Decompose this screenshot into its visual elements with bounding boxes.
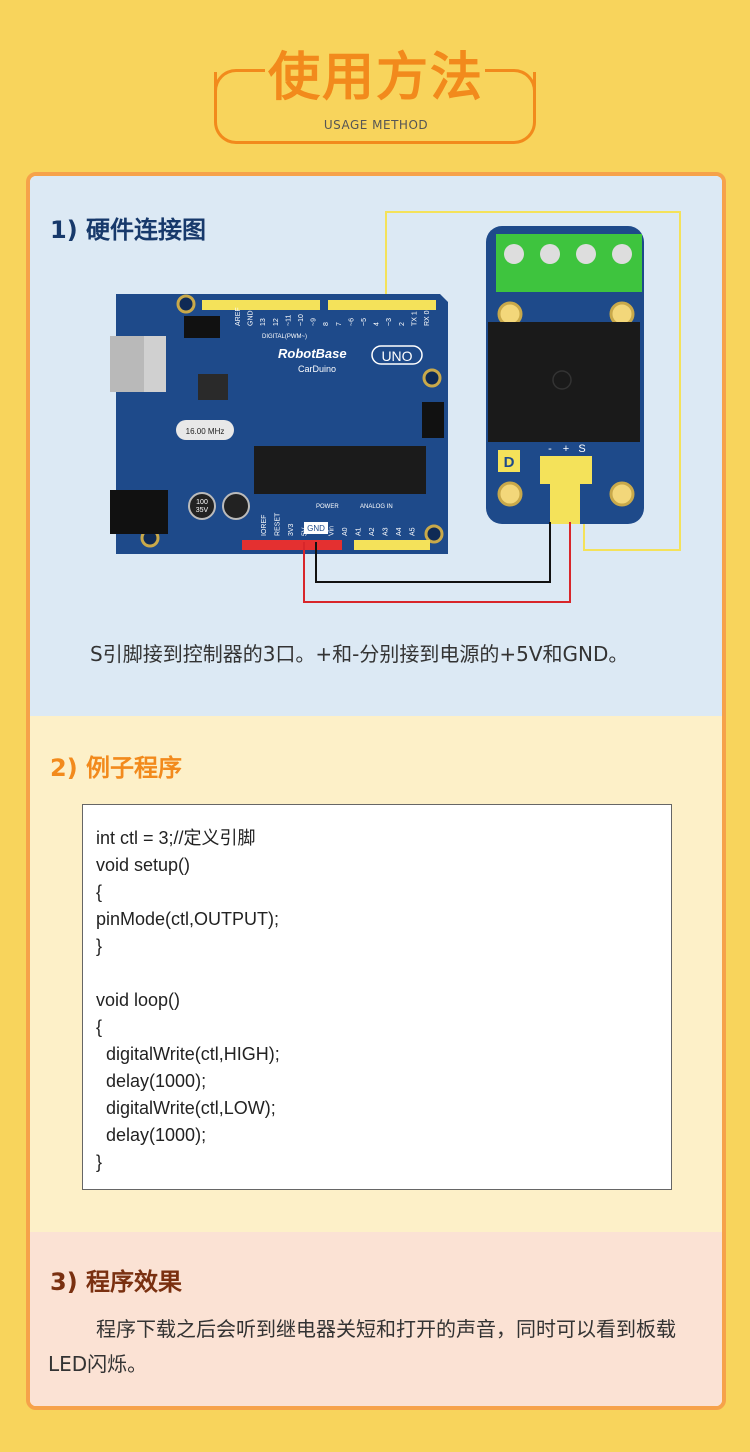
header-pin-label: TX 1 bbox=[411, 311, 418, 326]
code-line: } bbox=[96, 936, 103, 956]
header-pin-label: Vin bbox=[329, 526, 336, 536]
board-name: CarDuino bbox=[298, 364, 336, 374]
header-pin-label: RESET bbox=[275, 512, 282, 536]
relay-pin-plus: + bbox=[563, 443, 569, 455]
code-line: { bbox=[96, 1017, 103, 1037]
header-pin-label: 5V bbox=[302, 527, 309, 536]
relay-module: D - + S bbox=[486, 226, 644, 524]
digital-label: DIGITAL(PWM~) bbox=[262, 334, 307, 340]
header-pin-label: ~5 bbox=[361, 318, 368, 326]
code-line: } bbox=[96, 1152, 103, 1172]
wiring-description: S引脚接到控制器的3口。+和-分别接到电源的+5V和GND。 bbox=[90, 642, 629, 666]
power-wire bbox=[303, 522, 571, 603]
wiring-diagram: 16.00 MHz 100 35V RobotBase UNO CarDuino… bbox=[110, 211, 681, 603]
header-pin-label: A1 bbox=[356, 527, 363, 536]
relay-pin-minus: - bbox=[548, 443, 552, 455]
result-description: 程序下载之后会听到继电器关短和打开的声音，同时可以看到板载LED闪烁。 bbox=[48, 1317, 676, 1376]
page-subtitle: USAGE METHOD bbox=[323, 118, 429, 132]
code-line: digitalWrite(ctl,HIGH); bbox=[96, 1044, 280, 1064]
title-frame bbox=[214, 69, 536, 144]
relay-logo: D bbox=[504, 454, 515, 471]
cap-label: 100 bbox=[196, 499, 208, 506]
code-line bbox=[96, 960, 671, 987]
header-pin-label: A5 bbox=[410, 527, 417, 536]
header-pin-label: A3 bbox=[383, 527, 390, 536]
relay-pin-s: S bbox=[578, 443, 585, 455]
power-label: POWER bbox=[316, 504, 339, 510]
code-line: pinMode(ctl,OUTPUT); bbox=[96, 909, 280, 929]
code-line: delay(1000); bbox=[96, 1125, 207, 1145]
header-pin-label: ~11 bbox=[285, 315, 292, 326]
code-line: int ctl = 3;//定义引脚 bbox=[96, 828, 256, 848]
code-line: delay(1000); bbox=[96, 1071, 207, 1091]
header-pin-label: 12 bbox=[273, 318, 280, 326]
section-heading-result: 3) 程序效果 bbox=[50, 1268, 183, 1296]
section-hardware: 1) 硬件连接图 bbox=[30, 176, 722, 716]
header-pin-label: 3V3 bbox=[288, 523, 295, 536]
crystal-label: 16.00 MHz bbox=[186, 427, 225, 436]
ground-wire bbox=[315, 522, 551, 583]
header-pin-label: RX 0 bbox=[424, 310, 431, 326]
section-example-code: 2) 例子程序 int ctl = 3;//定义引脚 void setup() … bbox=[30, 716, 722, 1232]
page-header: 使用方法 USAGE METHOD bbox=[214, 46, 538, 144]
header-pin-label: 8 bbox=[323, 322, 330, 326]
analog-label: ANALOG IN bbox=[360, 504, 393, 510]
brand-logo: RobotBase bbox=[278, 346, 347, 361]
header-pin-label: 2 bbox=[399, 322, 406, 326]
header-pin-label: A4 bbox=[396, 527, 403, 536]
code-line: digitalWrite(ctl,LOW); bbox=[96, 1098, 276, 1118]
header-pin-label: 4 bbox=[374, 322, 381, 326]
header-pin-label: 7 bbox=[336, 322, 343, 326]
model-label: UNO bbox=[381, 348, 412, 364]
page-title: 使用方法 bbox=[267, 48, 484, 108]
code-line: void loop() bbox=[96, 990, 181, 1010]
pin-gnd-label: GND bbox=[307, 524, 325, 533]
header-pin-label: 13 bbox=[260, 318, 267, 326]
code-block: int ctl = 3;//定义引脚 void setup() { pinMod… bbox=[82, 804, 672, 1190]
header-pin-label: IOREF bbox=[261, 515, 268, 536]
header-pin-label: GND bbox=[248, 310, 255, 326]
section-heading-code: 2) 例子程序 bbox=[50, 754, 183, 782]
header-pin-label: ~3 bbox=[386, 318, 393, 326]
content-card: 1) 硬件连接图 bbox=[26, 172, 726, 1410]
code-line: { bbox=[96, 882, 103, 902]
signal-wire bbox=[385, 211, 681, 551]
code-line: void setup() bbox=[96, 855, 191, 875]
header-pin-label: ~9 bbox=[311, 318, 318, 326]
arduino-board: 16.00 MHz 100 35V RobotBase UNO CarDuino… bbox=[110, 294, 448, 554]
header-pin-label: AREF bbox=[235, 307, 242, 326]
header-pin-label: ~6 bbox=[348, 318, 355, 326]
header-pin-label: A0 bbox=[342, 527, 349, 536]
header-pin-label: A2 bbox=[369, 527, 376, 536]
header-pin-label: ~10 bbox=[298, 314, 305, 326]
section-heading-hardware: 1) 硬件连接图 bbox=[50, 216, 207, 244]
cap-voltage: 35V bbox=[196, 507, 209, 514]
section-result: 3) 程序效果 程序下载之后会听到继电器关短和打开的声音，同时可以看到板载LED… bbox=[30, 1232, 722, 1406]
